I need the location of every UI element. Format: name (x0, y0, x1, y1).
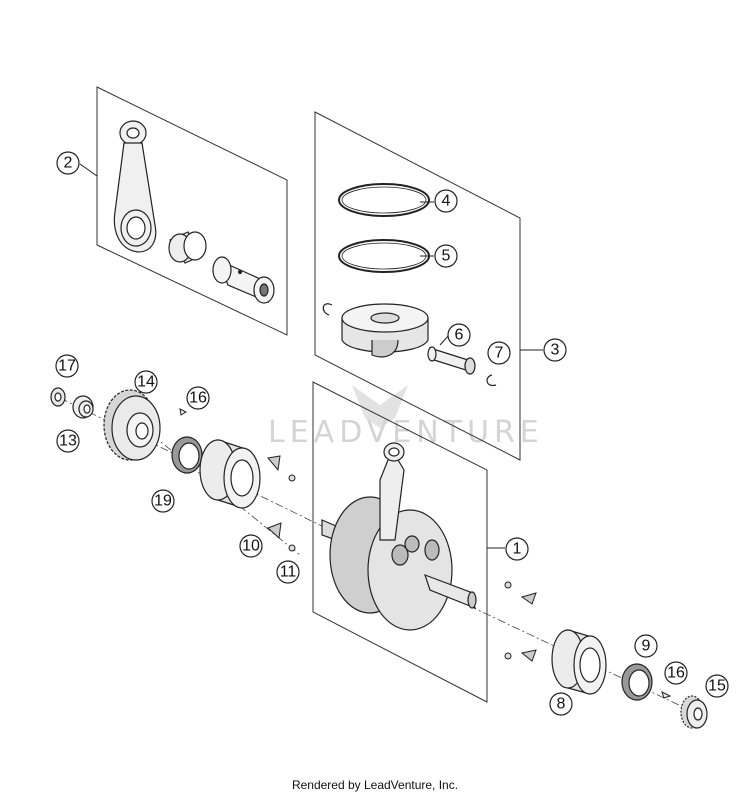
callout-8-circle (549, 692, 573, 716)
callout-17-circle (55, 354, 79, 378)
conrod-bearing-part (168, 231, 207, 264)
main-bearing-left-part (199, 439, 261, 509)
piston-ring-part (338, 239, 430, 273)
callout-7-circle (487, 341, 511, 365)
piston-pin-part (212, 256, 275, 304)
seal-ring-part (621, 663, 653, 701)
crankshaft-group-panel (312, 381, 488, 703)
crankshaft-part (321, 442, 477, 631)
callout-16a-circle (186, 386, 210, 410)
spacer-part (72, 395, 94, 419)
callout-11-label: 11 (280, 564, 297, 581)
callout-3-label: 3 (551, 342, 560, 359)
callout-1-circle (505, 537, 529, 561)
callout-4-label: 4 (442, 193, 451, 210)
callout-2-circle (56, 151, 80, 175)
callout-14-circle (134, 370, 158, 394)
gear-nut-part (680, 695, 708, 729)
callout-6-label: 6 (455, 327, 464, 344)
callout-6-circle (447, 323, 471, 347)
callouts (55, 151, 729, 716)
primary-gear-part (103, 389, 161, 461)
piston-pin-part (427, 346, 476, 375)
watermark-text: LEADVENTURE (268, 415, 544, 450)
callout-5-circle (434, 244, 458, 268)
callout-11-circle (276, 560, 300, 584)
screw-part (288, 474, 512, 660)
callout-9-circle (634, 634, 658, 658)
conrod-group-panel (96, 86, 288, 336)
piston-group-panel (314, 111, 521, 461)
callout-5-label: 5 (442, 248, 451, 265)
callout-14-label: 14 (137, 374, 155, 391)
watermark: LEADVENTURE (268, 385, 544, 450)
callout-13-circle (56, 429, 80, 453)
callout-8-label: 8 (557, 696, 566, 713)
bearing-segment-part (267, 455, 537, 662)
callout-3-circle (543, 338, 567, 362)
callout-16a-label: 16 (189, 390, 207, 407)
piston-ring-part (338, 183, 430, 217)
piston-part (341, 303, 429, 358)
woodruff-key-part (179, 408, 672, 699)
main-bearing-right-part (551, 629, 607, 695)
callout-13-label: 13 (59, 433, 77, 450)
callout-10-circle (239, 534, 263, 558)
callout-2-label: 2 (64, 155, 73, 172)
callout-1-label: 1 (513, 541, 522, 558)
callout-19-label: 19 (154, 493, 172, 510)
connecting-rod-part (113, 120, 157, 253)
seal-ring-part (171, 436, 203, 474)
callout-9-label: 9 (642, 638, 651, 655)
callout-10-label: 10 (242, 538, 260, 555)
callout-15-label: 15 (708, 678, 726, 695)
callout-17-label: 17 (58, 358, 76, 375)
callout-15-circle (705, 674, 729, 698)
footer-credit: Rendered by LeadVenture, Inc. (291, 778, 459, 792)
callout-4-circle (434, 189, 458, 213)
callout-16b-circle (664, 661, 688, 685)
callout-16b-label: 16 (667, 665, 685, 682)
nut-part (50, 387, 66, 407)
callout-7-label: 7 (495, 345, 504, 362)
circlip-part (322, 303, 497, 387)
callout-19-circle (151, 489, 175, 513)
